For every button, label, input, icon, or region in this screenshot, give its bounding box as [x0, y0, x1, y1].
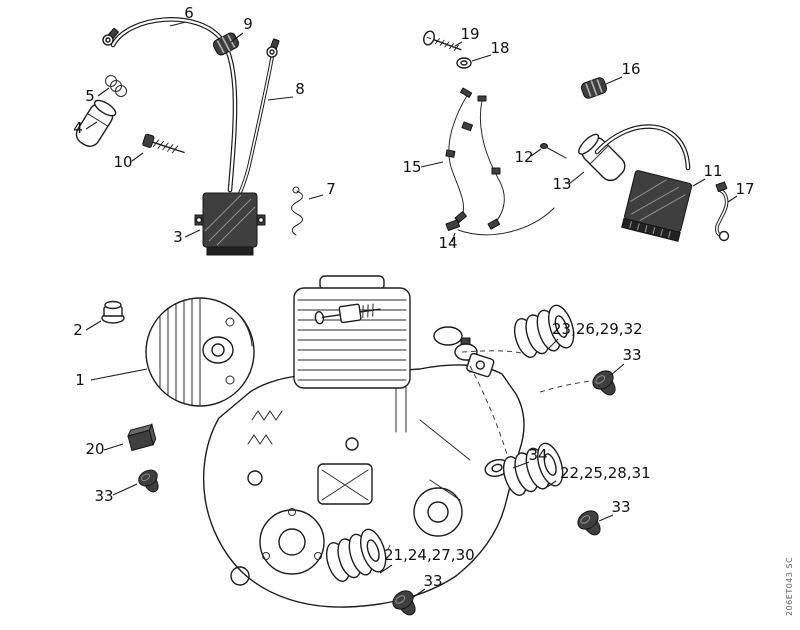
callout-2: 2 — [73, 321, 83, 339]
callout-15: 15 — [402, 158, 421, 176]
part-5-spring — [105, 75, 127, 97]
part-33-plug-mid — [573, 506, 608, 541]
callout-group-21-24-27-30: 21,24,27,30 — [384, 546, 475, 564]
callout-4: 4 — [73, 119, 83, 137]
part-16-grommet — [579, 75, 609, 101]
callout-12: 12 — [514, 148, 533, 166]
callout-19: 19 — [460, 25, 479, 43]
part-11-high-tension-wire — [594, 124, 691, 171]
part-33-plug-upper — [588, 366, 623, 401]
part-18-washer — [456, 57, 472, 69]
part-15-wiring-harness — [445, 87, 505, 230]
callout-13: 13 — [552, 175, 571, 193]
callout-33-mid-right: 33 — [611, 498, 630, 516]
crankcase — [202, 331, 525, 608]
callout-6: 6 — [184, 4, 194, 22]
callout-16: 16 — [621, 60, 640, 78]
part-11-ignition-module — [621, 170, 693, 242]
callout-group-22-25-28-31: 22,25,28,31 — [560, 464, 651, 482]
leader-lines — [85, 21, 738, 599]
part-3-ignition-module — [194, 192, 266, 256]
callout-3: 3 — [173, 228, 183, 246]
callout-labels: 6 9 5 4 10 8 7 3 19 18 16 15 12 13 11 17… — [73, 4, 754, 590]
part-7-spring-clip — [291, 186, 303, 236]
part-8-ground-wire — [238, 37, 282, 195]
callout-20: 20 — [85, 440, 104, 458]
part-14-ground-wire — [445, 207, 555, 236]
part-19-screw — [423, 30, 462, 51]
callout-14: 14 — [438, 234, 457, 252]
callout-33-left: 33 — [94, 487, 113, 505]
part-20-block — [127, 422, 157, 451]
part-17-retainer-clip — [715, 181, 730, 242]
callout-5: 5 — [85, 87, 95, 105]
part-4-spark-plug-boot — [75, 99, 117, 147]
part-13-spark-plug-boot — [578, 133, 626, 182]
callout-33-upper-right: 33 — [622, 346, 641, 364]
callout-11: 11 — [703, 162, 722, 180]
callout-group-23-26-29-32: 23,26,29,32 — [552, 320, 643, 338]
part-12-terminal — [540, 143, 567, 159]
watermark-text: 206ET043 SC — [785, 557, 794, 616]
part-2-nut — [101, 300, 125, 324]
callout-9: 9 — [243, 15, 253, 33]
callout-18: 18 — [490, 39, 509, 57]
callout-1: 1 — [75, 371, 85, 389]
callout-34: 34 — [528, 446, 547, 464]
callout-10: 10 — [113, 153, 132, 171]
part-1-flywheel — [145, 297, 255, 407]
callout-17: 17 — [735, 180, 754, 198]
callout-8: 8 — [295, 80, 305, 98]
cylinder — [293, 275, 495, 389]
part-10-screw — [142, 133, 185, 154]
part-34-washer — [484, 458, 510, 478]
callout-33-bottom: 33 — [423, 572, 442, 590]
part-33-plug-left — [135, 466, 165, 497]
callout-7: 7 — [326, 180, 336, 198]
